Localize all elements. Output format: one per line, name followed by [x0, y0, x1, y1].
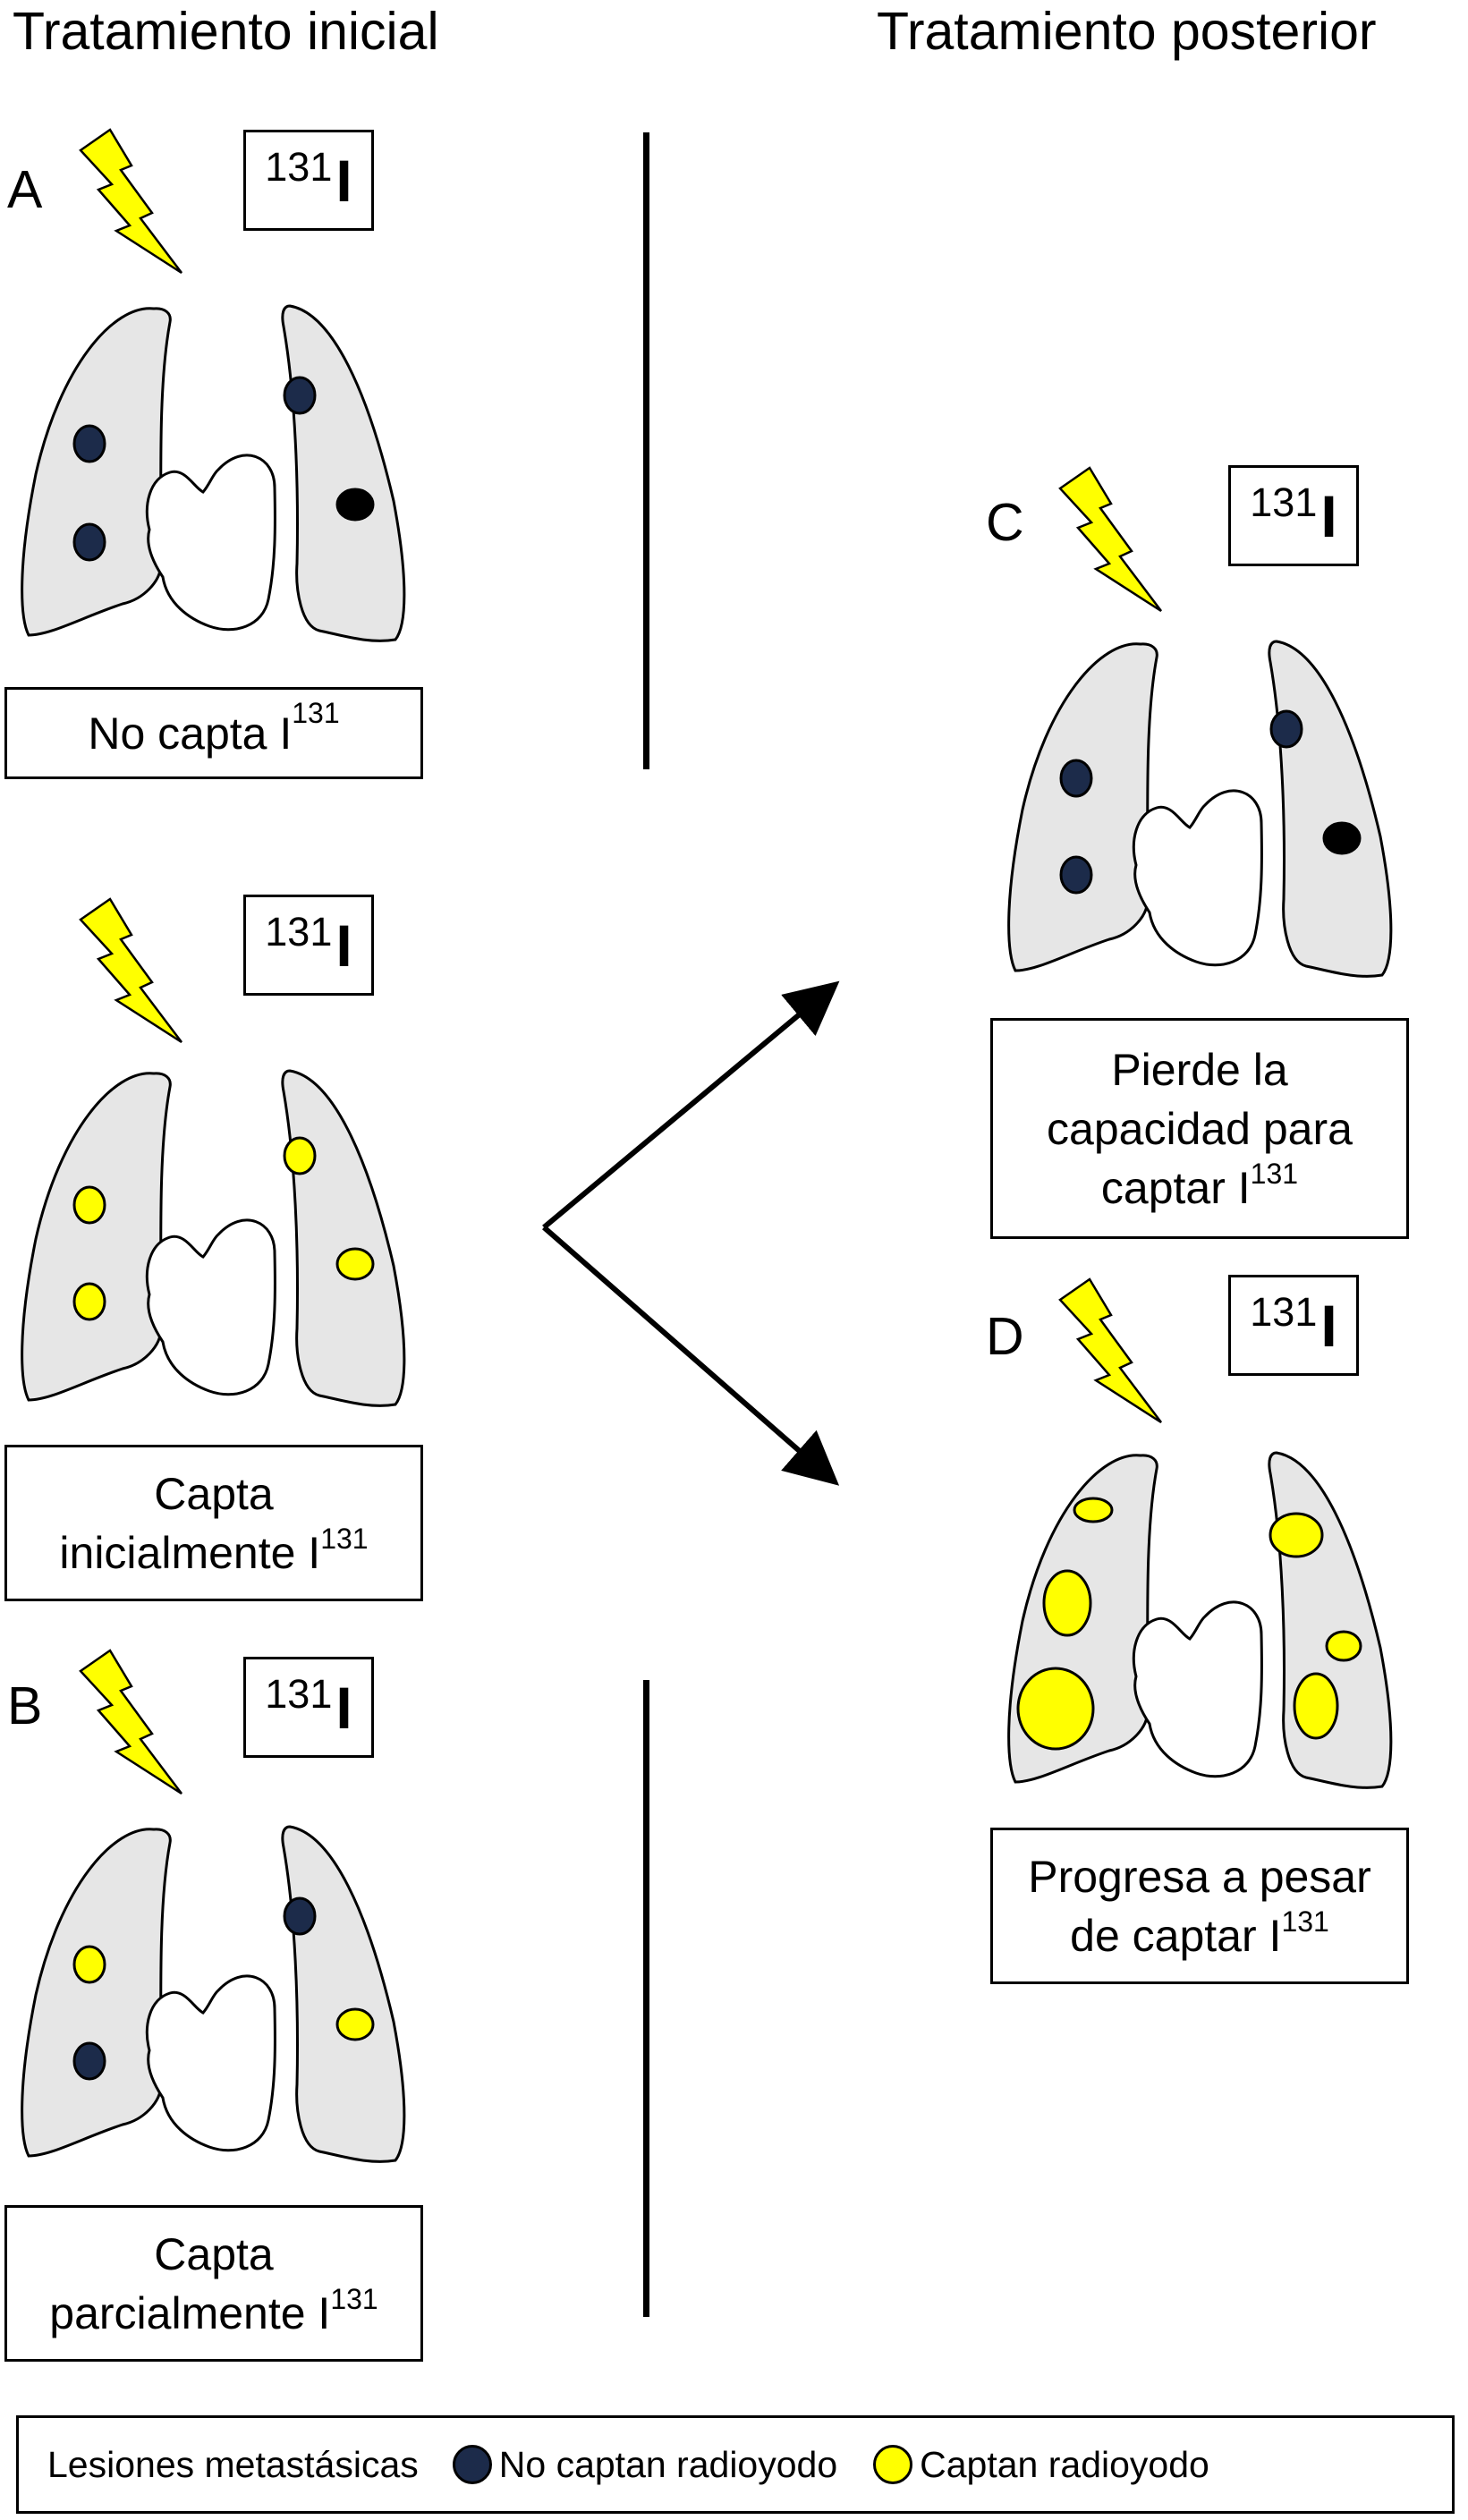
label-box-initial: Capta inicialmente I131: [4, 1445, 423, 1601]
lesion-no-captan: [283, 1896, 317, 1936]
lesion-captan: [1042, 1569, 1092, 1637]
lesion-no-captan: [72, 2041, 106, 2081]
lesion-captan: [335, 1247, 375, 1281]
branch-arrows: [542, 980, 840, 1486]
separator-bottom: [643, 1680, 649, 2317]
legend: Lesiones metastásicas No captan radioyod…: [16, 2415, 1455, 2514]
legend-dot-captan: [873, 2445, 913, 2484]
lesion-no-captan: [72, 522, 106, 562]
radiation-bolt-icon: [79, 897, 182, 1044]
lesion-captan: [72, 1945, 106, 1984]
lungs-diagram-b: [21, 1825, 406, 2163]
lesion-no-captan: [1322, 821, 1362, 855]
lesion-no-captan: [1059, 855, 1093, 895]
lesion-captan: [283, 1136, 317, 1175]
lesion-captan: [1325, 1630, 1362, 1662]
heading-later-treatment: Tratamiento posterior: [877, 2, 1377, 61]
radiation-bolt-icon: [1058, 466, 1162, 613]
lesion-no-captan: [72, 424, 106, 463]
heading-initial-treatment: Tratamiento inicial: [13, 2, 439, 61]
lesion-no-captan: [1059, 759, 1093, 798]
legend-title: Lesiones metastásicas: [47, 2443, 419, 2485]
lesion-captan: [1293, 1672, 1339, 1740]
lungs-diagram-d: [1007, 1451, 1393, 1789]
lesion-captan: [1073, 1497, 1114, 1523]
lesion-captan: [335, 2007, 375, 2041]
label-box-d: Progresa a pesar de captar I131: [990, 1828, 1409, 1984]
panel-letter-c: C: [986, 493, 1024, 552]
lesion-captan: [72, 1282, 106, 1321]
arrow-to-d: [542, 1225, 840, 1486]
lungs-diagram-initial: [21, 1069, 406, 1407]
lesion-captan: [1269, 1512, 1324, 1558]
panel-letter-a: A: [7, 160, 43, 219]
arrow-to-c: [542, 980, 840, 1230]
legend-item-captan: Captan radioyodo: [873, 2444, 1209, 2486]
label-box-c: Pierde la capacidad para captar I131: [990, 1018, 1409, 1239]
lesion-no-captan: [283, 376, 317, 415]
legend-item-no-captan: No captan radioyodo: [452, 2444, 837, 2486]
lungs-diagram-a: [21, 304, 406, 642]
lesion-no-captan: [335, 488, 375, 522]
radiation-bolt-icon: [79, 128, 182, 275]
separator-top: [643, 132, 649, 769]
lesion-no-captan: [1269, 709, 1303, 749]
lesion-captan: [1016, 1667, 1095, 1751]
radiation-bolt-icon: [1058, 1277, 1162, 1424]
label-box-b: Capta parcialmente I131: [4, 2205, 423, 2362]
panel-letter-d: D: [986, 1307, 1024, 1366]
panel-letter-b: B: [7, 1676, 43, 1735]
lesion-captan: [72, 1185, 106, 1225]
lungs-diagram-c: [1007, 640, 1393, 978]
legend-dot-no-captan: [452, 2445, 492, 2484]
radiation-bolt-icon: [79, 1649, 182, 1795]
